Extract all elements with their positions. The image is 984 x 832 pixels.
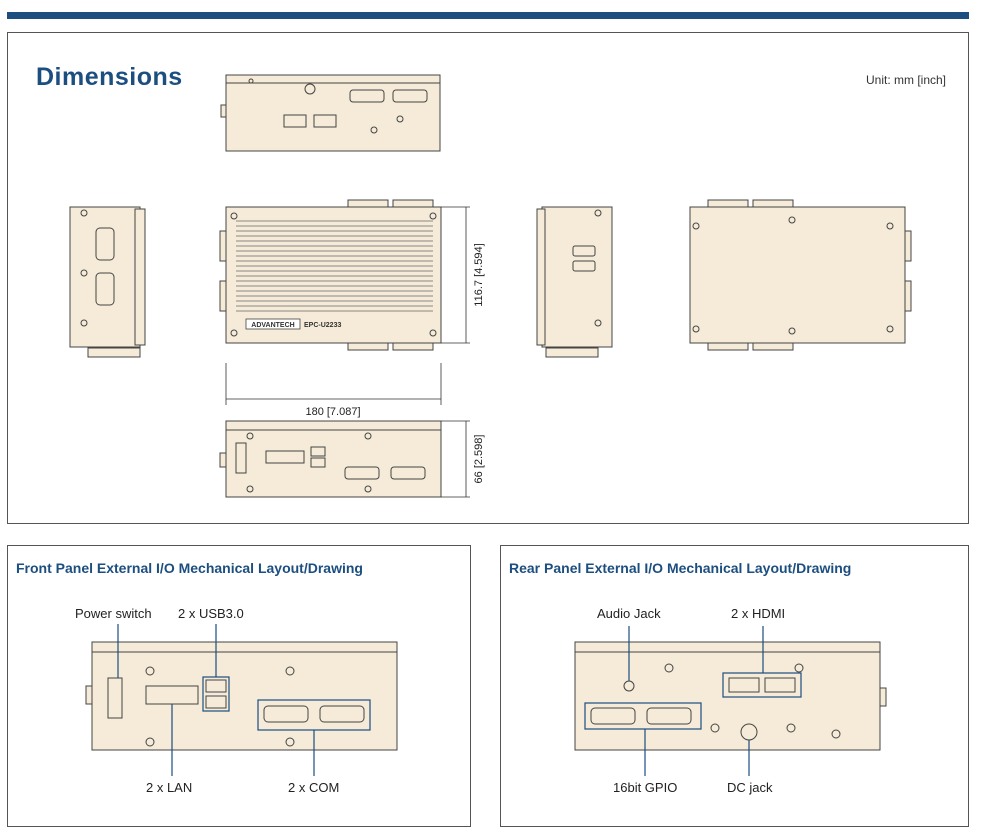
left-side-view (69, 206, 146, 358)
front-panel-title: Front Panel External I/O Mechanical Layo… (16, 560, 363, 576)
lan-callout: 2 x LAN (146, 780, 193, 795)
usb-callout: 2 x USB3.0 (178, 606, 244, 621)
bottom-view (689, 199, 912, 351)
right-side-view (536, 206, 613, 358)
dimensions-panel: Dimensions Unit: mm [inch] (7, 32, 969, 524)
height-dimension-label: 66 [2.598] (473, 435, 485, 484)
brand-plate (245, 318, 301, 330)
dimensions-title: Dimensions (36, 63, 183, 91)
dc-jack-callout: DC jack (727, 780, 773, 795)
rear-panel-section: Rear Panel External I/O Mechanical Layou… (500, 545, 969, 827)
gpio-callout: 16bit GPIO (613, 780, 678, 795)
model-text: EPC-U2233 (304, 322, 341, 329)
heatsink-fins (236, 220, 433, 312)
front-panel-section: Front Panel External I/O Mechanical Layo… (7, 545, 471, 827)
rear-view-small (220, 74, 441, 152)
brand-text: ADVANTECH (251, 322, 294, 329)
front-panel-drawing (85, 624, 398, 776)
com-callout: 2 x COM (288, 780, 340, 795)
unit-label: Unit: mm [inch] (865, 73, 946, 87)
power-switch-callout: Power switch (75, 606, 152, 621)
width-dimension-label: 180 [7.087] (305, 406, 360, 418)
audio-jack-callout: Audio Jack (597, 606, 661, 621)
front-view-small (219, 420, 442, 498)
hdmi-callout: 2 x HDMI (731, 606, 786, 621)
rear-panel-title: Rear Panel External I/O Mechanical Layou… (509, 560, 852, 576)
depth-dimension-label: 116.7 [4.594] (473, 243, 485, 306)
header-bar (7, 12, 969, 19)
rear-panel-drawing (574, 626, 887, 776)
dimension-drawings: ADVANTECH EPC-U2233 180 [7.087] 116.7 [4… (69, 74, 912, 498)
